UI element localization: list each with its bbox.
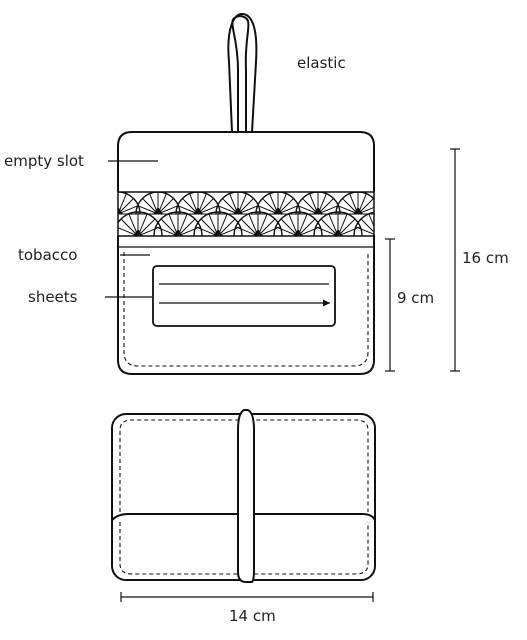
label-14cm: 14 cm [229, 607, 276, 625]
label-elastic: elastic [297, 54, 346, 72]
fan-base [153, 207, 163, 214]
pouch-top-flap [117, 131, 375, 193]
fan-ray [118, 213, 119, 214]
label-tobacco: tobacco [18, 246, 77, 264]
label-sheets: sheets [28, 288, 78, 306]
fan-base [173, 229, 183, 236]
fan-base [213, 229, 223, 236]
closed-pouch [111, 409, 376, 583]
elastic-loop [231, 15, 250, 133]
dimension-16cm: 16 cm [450, 148, 509, 372]
fan-arc [118, 211, 163, 236]
fan-base [253, 229, 263, 236]
fan-ray [378, 219, 395, 236]
fan-arc [353, 211, 374, 236]
fan-ray [368, 213, 374, 228]
fan-arc [273, 211, 323, 236]
fan-base [233, 207, 243, 214]
fan-ray [378, 227, 400, 236]
fan-arc [233, 211, 283, 236]
elastic-loop-inner [227, 13, 258, 133]
fan-arc [153, 211, 203, 236]
fan-ray [118, 212, 119, 214]
fan-base [293, 229, 303, 236]
fan-base [313, 207, 323, 214]
sheets-arrowhead [323, 299, 330, 307]
dimension-14cm: 14 cm [120, 592, 374, 625]
fan-arc [193, 211, 243, 236]
open-pouch [117, 13, 400, 375]
pocket-stitching [123, 252, 369, 367]
dimension-9cm: 9 cm [385, 238, 434, 372]
fan-base [353, 207, 363, 214]
pouch-body [117, 235, 375, 375]
label-16cm: 16 cm [462, 249, 509, 267]
fan-ray [118, 213, 119, 214]
fan-base [273, 207, 283, 214]
fan-ray [378, 214, 387, 236]
fan-base [193, 207, 203, 214]
fan-ray [355, 226, 374, 235]
fan-base [118, 207, 123, 214]
fan-arc [335, 192, 374, 215]
sheets-slot [152, 265, 336, 327]
label-empty-slot: empty slot [4, 152, 84, 170]
fan-ray [360, 218, 374, 233]
label-9cm: 9 cm [397, 289, 434, 307]
fan-base [333, 229, 343, 236]
fan-base [133, 229, 143, 236]
art-deco-fan-pattern [118, 192, 400, 236]
fan-arc [313, 211, 363, 236]
closed-elastic-band [237, 409, 255, 583]
